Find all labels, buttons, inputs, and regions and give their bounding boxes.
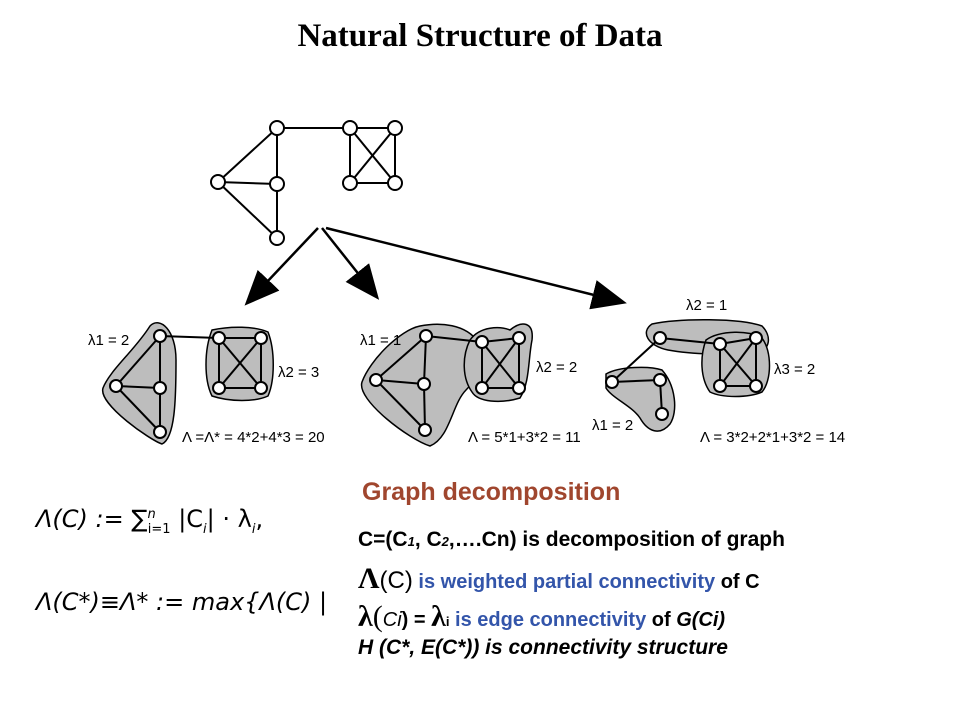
left-lambda1: λ1 = 2 bbox=[88, 332, 129, 349]
decomposition-middle: λ1 = 1 λ2 = 2 Λ = 5*1+3*2 = 11 bbox=[360, 323, 581, 447]
formula-max-connectivity: Λ(C*)≡Λ* := max{Λ(C) | bbox=[36, 588, 328, 616]
right-total: Λ = 3*2+2*1+3*2 = 14 bbox=[700, 429, 845, 446]
middle-lambda1: λ1 = 1 bbox=[360, 332, 401, 349]
middle-lambda2: λ2 = 2 bbox=[536, 359, 577, 376]
section-heading: Graph decomposition bbox=[362, 478, 621, 506]
right-lambda2: λ2 = 1 bbox=[686, 297, 727, 314]
text-line-connectivity-structure: H (C*, E(C*)) is connectivity structure bbox=[358, 636, 728, 659]
right-lambda1: λ1 = 2 bbox=[592, 417, 633, 434]
decomposition-right: λ2 = 1 λ3 = 2 λ1 = 2 Λ = 3*2+2*1+3*2 = 1… bbox=[592, 297, 845, 446]
right-lambda3: λ3 = 2 bbox=[774, 361, 815, 378]
decomposition-left: λ1 = 2 λ2 = 3 Λ =Λ* = 4*2+4*3 = 20 bbox=[88, 322, 325, 446]
decomposition-arrows bbox=[244, 226, 627, 310]
left-lambda2: λ2 = 3 bbox=[278, 364, 319, 381]
original-graph bbox=[217, 127, 396, 239]
text-line-decomposition: C=(C1, C2,….Cn) is decomposition of grap… bbox=[358, 528, 785, 551]
graph-decomposition-diagram: λ1 = 2 λ2 = 3 Λ =Λ* = 4*2+4*3 = 20 λ bbox=[88, 120, 845, 447]
text-line-weighted-connectivity: Λ(C) is weighted partial connectivity of… bbox=[358, 562, 760, 595]
left-total: Λ =Λ* = 4*2+4*3 = 20 bbox=[182, 429, 325, 446]
middle-total: Λ = 5*1+3*2 = 11 bbox=[468, 429, 581, 446]
formula-weighted-connectivity: Λ(C) := ∑ni=1 |Ci| · λi, bbox=[36, 505, 264, 537]
original-graph-nodes bbox=[210, 120, 403, 246]
text-line-edge-connectivity: λ(Ci) = λi is edge connectivity of G(Ci) bbox=[358, 600, 726, 633]
page-title: Natural Structure of Data bbox=[297, 18, 663, 54]
